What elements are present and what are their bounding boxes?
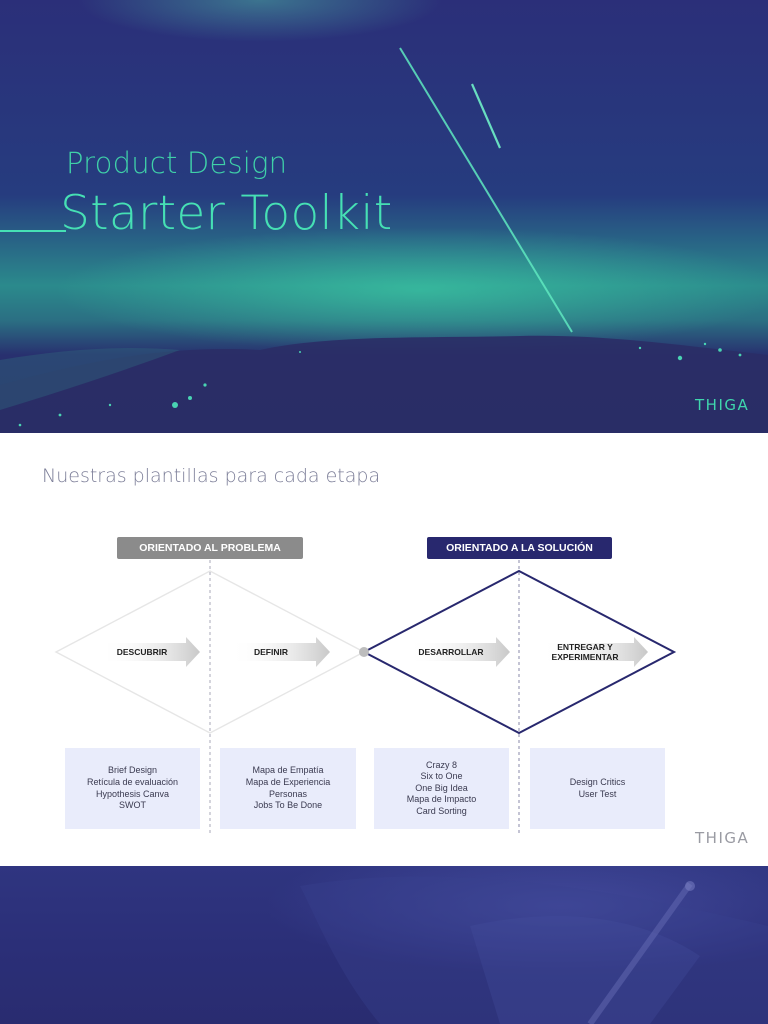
- phase-solution-badge: ORIENTADO A LA SOLUCIÓN: [427, 537, 612, 559]
- cover-slide: Product Design Starter Toolkit THIGA: [0, 0, 768, 433]
- template-item: Brief Design: [107, 765, 158, 776]
- cover-title: Starter Toolkit: [60, 186, 393, 241]
- template-item: Mapa de Impacto: [406, 794, 477, 805]
- stage-deliver-label-line1: ENTREGAR Y: [557, 642, 613, 652]
- stage-discover-label: DESCUBRIR: [116, 647, 168, 657]
- stage-define-label: DEFINIR: [254, 647, 288, 657]
- double-diamond-diagram: [54, 560, 677, 833]
- cover-background-landscape: [0, 47, 768, 433]
- template-item: Mapa de Empatía: [252, 765, 324, 776]
- arrow-discover: [100, 637, 200, 667]
- arrow-deliver: [540, 637, 648, 667]
- template-item: Card Sorting: [416, 805, 467, 816]
- thiga-logo: THIGA: [695, 829, 750, 847]
- cover-subtitle: Product Design: [66, 146, 288, 180]
- template-item: Mapa de Experiencia: [245, 776, 331, 787]
- next-slide-background: [300, 876, 768, 1024]
- template-item: Crazy 8: [425, 759, 457, 770]
- arrow-develop: [408, 637, 510, 667]
- cover-accent-rule: [0, 230, 66, 232]
- templates-slide: Nuestras plantillas para cada etapa ORIE…: [0, 433, 768, 866]
- stage-develop-label: DESARROLLAR: [418, 647, 484, 657]
- templates-box-deliver: Design Critics User Test: [530, 748, 665, 829]
- templates-box-develop: Crazy 8 Six to One One Big Idea Mapa de …: [374, 748, 509, 829]
- stage-deliver-label: ENTREGAR Y EXPERIMENTAR: [540, 642, 630, 662]
- thiga-logo: THIGA: [695, 396, 750, 414]
- template-item: Jobs To Be Done: [253, 800, 323, 811]
- stage-deliver-label-line2: EXPERIMENTAR: [551, 652, 619, 662]
- template-item: Design Critics: [569, 776, 626, 787]
- next-slide-preview: [0, 866, 768, 1024]
- slide-title: Nuestras plantillas para cada etapa: [42, 465, 381, 487]
- diamond-junction-dot: [359, 647, 369, 657]
- template-item: Hypothesis Canva: [95, 788, 170, 799]
- template-item: Six to One: [420, 771, 463, 782]
- templates-box-discover: Brief Design Retícula de evaluación Hypo…: [65, 748, 200, 829]
- template-item: One Big Idea: [415, 782, 468, 793]
- template-item: Retícula de evaluación: [86, 776, 179, 787]
- phase-problem-badge: ORIENTADO AL PROBLEMA: [117, 537, 303, 559]
- pen-shape: [587, 882, 693, 1024]
- arrow-define: [230, 637, 330, 667]
- template-item: Personas: [268, 788, 308, 799]
- solution-diamond: [361, 569, 677, 735]
- templates-box-define: Mapa de Empatía Mapa de Experiencia Pers…: [220, 748, 356, 829]
- template-item: User Test: [578, 788, 617, 799]
- template-item: SWOT: [119, 800, 146, 811]
